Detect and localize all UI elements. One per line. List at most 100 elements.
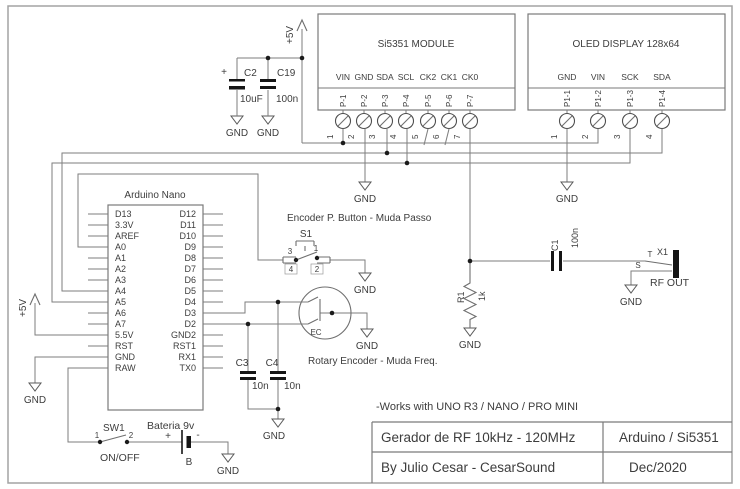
pin-label: SDA: [653, 72, 671, 82]
svg-text:GND2: GND2: [171, 330, 196, 340]
ref: R1: [456, 291, 466, 303]
project-author: By Julio Cesar - CesarSound: [381, 460, 555, 475]
terminal-number: 3: [613, 134, 622, 139]
gnd-label: GND: [620, 297, 642, 308]
project-title: Gerador de RF 10kHz - 120MHz: [381, 430, 576, 445]
gnd-label: GND: [217, 466, 239, 477]
svg-text:RAW: RAW: [115, 363, 136, 373]
value: 1k: [477, 291, 487, 301]
pin-number: 3: [288, 247, 293, 256]
svg-text:A3: A3: [115, 275, 126, 285]
cap-ref: C2: [244, 68, 257, 79]
rf-out-jack-x1: T X1 S RF OUT: [635, 247, 689, 289]
battery-9v: Bateria 9v + - B: [147, 420, 200, 468]
gnd-label: GND: [556, 194, 578, 205]
cap-polarity: +: [221, 67, 227, 78]
svg-text:D3: D3: [184, 308, 196, 318]
cap-c3: C3 10n: [236, 324, 269, 409]
chip-title: Arduino Nano: [124, 190, 186, 201]
v5-label: +5V: [18, 299, 29, 317]
pin-label: GND: [558, 72, 577, 82]
oled-display: OLED DISPLAY 128x64 GND VIN SCK SDA P1-1…: [527, 13, 726, 139]
cap-c4: C4 10n: [266, 302, 301, 409]
terminal-number: 2: [347, 134, 356, 139]
tip-label: T: [648, 250, 653, 259]
project-variant: Arduino / Si5351: [619, 430, 719, 445]
port-label: P-6: [445, 94, 454, 107]
cap-value: 100n: [276, 94, 298, 105]
svg-text:TX0: TX0: [179, 363, 196, 373]
svg-text:RX1: RX1: [178, 352, 196, 362]
encoder-button-s1: Encoder P. Button - Muda Passo S1 3 1 4 …: [282, 213, 432, 275]
svg-text:A4: A4: [115, 286, 126, 296]
svg-text:D12: D12: [179, 209, 196, 219]
svg-text:D4: D4: [184, 297, 196, 307]
port-label: P-1: [339, 94, 348, 107]
caption: Rotary Encoder - Muda Freq.: [308, 356, 438, 367]
pin-number: 2: [315, 265, 320, 274]
left-pin-labels: D13 3.3V AREF A0 A1 A2 A3 A4 A5 A6 A7 5.…: [115, 209, 140, 373]
ref: X1: [657, 247, 668, 257]
pin-label: GND: [355, 72, 374, 82]
svg-text:3.3V: 3.3V: [115, 220, 134, 230]
pin-label: CK1: [441, 72, 458, 82]
svg-text:RST: RST: [115, 341, 134, 351]
svg-text:RST1: RST1: [173, 341, 196, 351]
pin-label: CK2: [420, 72, 437, 82]
cap-c1: C1 100n: [550, 228, 580, 271]
port-label: P-7: [466, 94, 475, 107]
terminal-number: 1: [326, 134, 335, 139]
power-5v-top: +5V: [285, 18, 308, 44]
cap-c19: C19 100n: [260, 58, 298, 116]
ref: B: [186, 457, 193, 468]
si5351-module: Si5351 MODULE VIN GND SDA SCL CK2 CK1 CK…: [317, 13, 516, 139]
terminal-number: 4: [645, 134, 654, 139]
project-date: Dec/2020: [629, 460, 687, 475]
gnd-label: GND: [459, 340, 481, 351]
svg-text:D10: D10: [179, 231, 196, 241]
terminal-number: 1: [550, 134, 559, 139]
port-label: P-2: [360, 94, 369, 107]
cap-ref: C19: [277, 68, 296, 79]
screw-terminals: 1 2 3 4 5 6 7: [326, 110, 479, 139]
cap-value: 10n: [252, 381, 269, 392]
right-pin-labels: D12 D11 D10 D9 D8 D7 D6 D5 D4 D3 D2 GND2…: [171, 209, 196, 373]
port-label: P1-1: [563, 90, 572, 107]
terminal-number: 6: [432, 134, 441, 139]
ref: EC: [310, 328, 321, 337]
svg-text:A2: A2: [115, 264, 126, 274]
v5-label: +5V: [285, 26, 296, 44]
svg-text:D7: D7: [184, 264, 196, 274]
cap-c2: + C2 10uF: [221, 58, 263, 116]
port-label: P-3: [381, 94, 390, 107]
cap-value: 10n: [284, 381, 301, 392]
ref: SW1: [103, 423, 125, 434]
up-arrow-icon: [29, 292, 41, 306]
pin-label: SDA: [376, 72, 394, 82]
cap-value: 100n: [570, 228, 580, 248]
arduino-nano: Arduino Nano D13 3.3V AREF A0 A1 A2 A3 A…: [107, 190, 204, 411]
mode-label: ON/OFF: [100, 452, 140, 464]
gnd-symbols: GND GND GND GND GND GND GND GND GND GND …: [24, 115, 642, 477]
caption: Encoder P. Button - Muda Passo: [287, 213, 432, 224]
cap-ref: C1: [550, 239, 560, 251]
terminal-number: 7: [453, 134, 462, 139]
pin-label: SCK: [621, 72, 639, 82]
plus-label: +: [165, 431, 171, 442]
gnd-label: GND: [263, 431, 285, 442]
pin-number: 4: [289, 265, 294, 274]
junction-dots: [97, 55, 473, 445]
terminal-number: 2: [581, 134, 590, 139]
pin-label: VIN: [591, 72, 605, 82]
gnd-label: GND: [257, 128, 279, 139]
power-5v-left: +5V: [18, 292, 41, 317]
svg-text:A7: A7: [115, 319, 126, 329]
svg-text:A5: A5: [115, 297, 126, 307]
up-arrow-icon: [296, 18, 308, 32]
cap-ref: C3: [236, 358, 249, 369]
port-label: P-5: [424, 94, 433, 107]
resistor-r1: R1 1k: [456, 261, 487, 328]
svg-text:D8: D8: [184, 253, 196, 263]
